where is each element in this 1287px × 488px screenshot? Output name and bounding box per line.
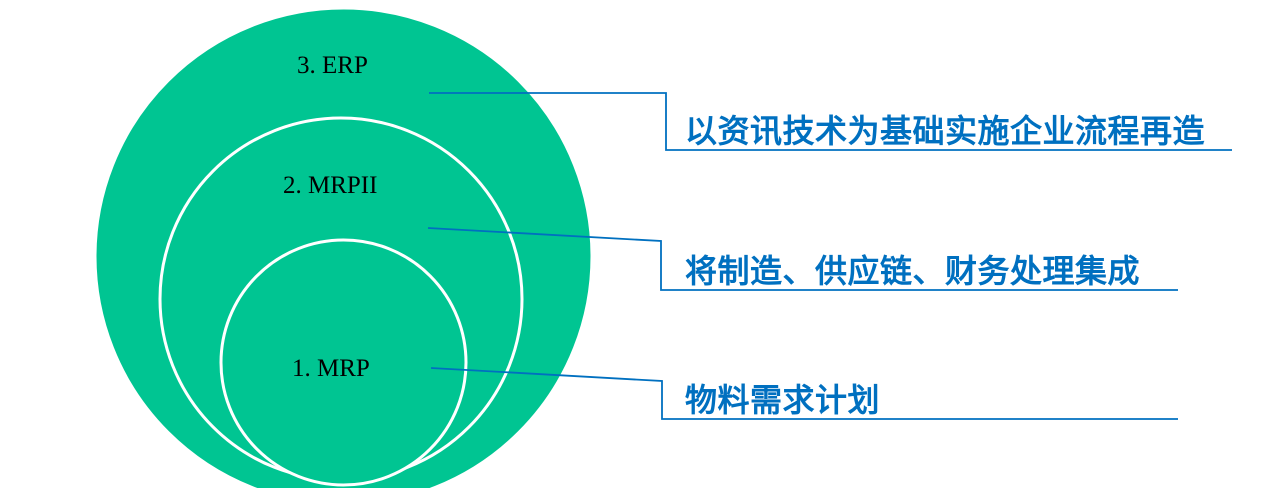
erp-label: 3. ERP xyxy=(297,52,368,79)
mrp-annotation: 物料需求计划 xyxy=(685,382,881,418)
mrpii-label: 2. MRPII xyxy=(283,172,378,199)
erp-annotation: 以资讯技术为基础实施企业流程再造 xyxy=(685,113,1206,149)
mrp-leader-line xyxy=(430,367,1178,420)
mrpii-leader-line xyxy=(427,227,1178,291)
erp-leader-line xyxy=(429,92,1232,151)
mrpii-annotation: 将制造、供应链、财务处理集成 xyxy=(685,253,1141,289)
mrp-label: 1. MRP xyxy=(292,355,370,382)
mrp-circle xyxy=(219,238,468,487)
